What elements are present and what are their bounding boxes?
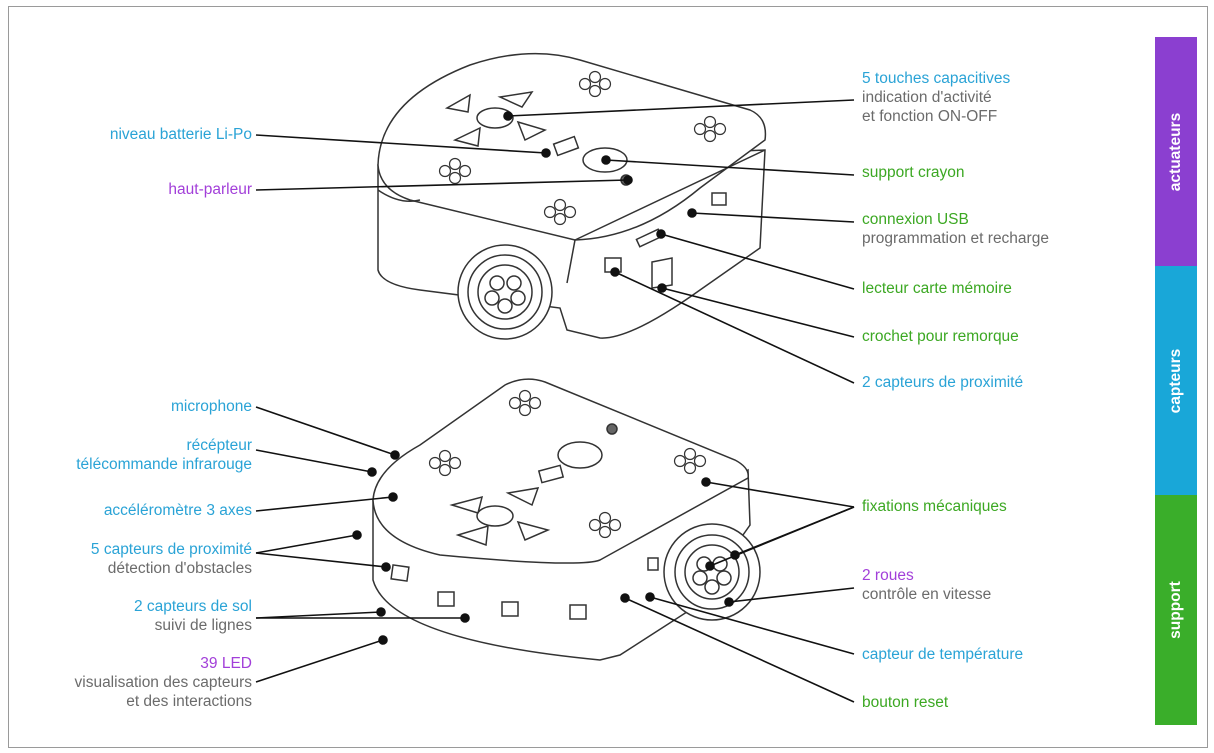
label-title: 5 touches capacitives (862, 70, 1011, 87)
label-sub: programmation et recharge (862, 230, 1049, 247)
label-title: 2 roues (862, 567, 914, 584)
label-2-capteurs-proximite: 2 capteurs de proximité (862, 374, 1024, 391)
label-touches-capacitives: 5 touches capacitives indication d'activ… (862, 69, 1010, 126)
label-capteurs-sol: 2 capteurs de sol suivi de lignes (134, 597, 252, 635)
label-connexion-usb: connexion USB programmation et recharge (862, 210, 1049, 248)
label-title: connexion USB (862, 211, 969, 228)
label-fixations: fixations mécaniques (862, 498, 1007, 515)
label-crochet: crochet pour remorque (862, 328, 1019, 345)
label-title: 39 LED (200, 655, 252, 672)
label-accelerometre: accéléromètre 3 axes (103, 502, 252, 519)
label-lecteur-carte: lecteur carte mémoire (862, 280, 1012, 297)
label-sub: détection d'obstacles (107, 560, 252, 577)
label-sub: indication d'activité (862, 89, 992, 106)
label-sub: télécommande infrarouge (76, 456, 252, 473)
label-sub: visualisation des capteurs (74, 674, 253, 691)
label-title: 5 capteurs de proximité (90, 541, 252, 558)
touch-center-bottom (476, 505, 514, 527)
leader-lines (255, 99, 855, 703)
band-actuateurs: actuateurs (1155, 37, 1197, 266)
label-5-capteurs-proximite: 5 capteurs de proximité détection d'obst… (91, 540, 252, 578)
label-sub: et fonction ON-OFF (862, 108, 998, 125)
label-title: 2 capteurs de sol (133, 598, 252, 615)
label-recepteur: récépteur télécommande infrarouge (76, 436, 252, 474)
label-39-led: 39 LED visualisation des capteurs et des… (75, 654, 253, 711)
band-support: support (1155, 495, 1197, 725)
label-bouton-reset: bouton reset (862, 694, 949, 711)
band-label: actuateurs (1167, 112, 1184, 191)
label-sub: et des interactions (126, 693, 252, 710)
band-label: support (1167, 581, 1184, 639)
band-label: capteurs (1167, 348, 1184, 413)
label-title: récépteur (186, 437, 252, 454)
pen-holder-bottom (557, 441, 603, 469)
label-niveau-batterie: niveau batterie Li-Po (109, 126, 252, 143)
label-haut-parleur: haut-parleur (168, 181, 252, 198)
touch-center-top (476, 107, 514, 129)
label-capteur-temperature: capteur de température (862, 646, 1024, 663)
label-sub: suivi de lignes (154, 617, 252, 634)
robot-top-view (377, 52, 767, 340)
label-sub: contrôle en vitesse (862, 586, 992, 603)
label-support-crayon: support crayon (862, 164, 965, 181)
label-roues: 2 roues contrôle en vitesse (862, 566, 991, 604)
band-capteurs: capteurs (1155, 266, 1197, 495)
label-microphone: microphone (171, 398, 252, 415)
